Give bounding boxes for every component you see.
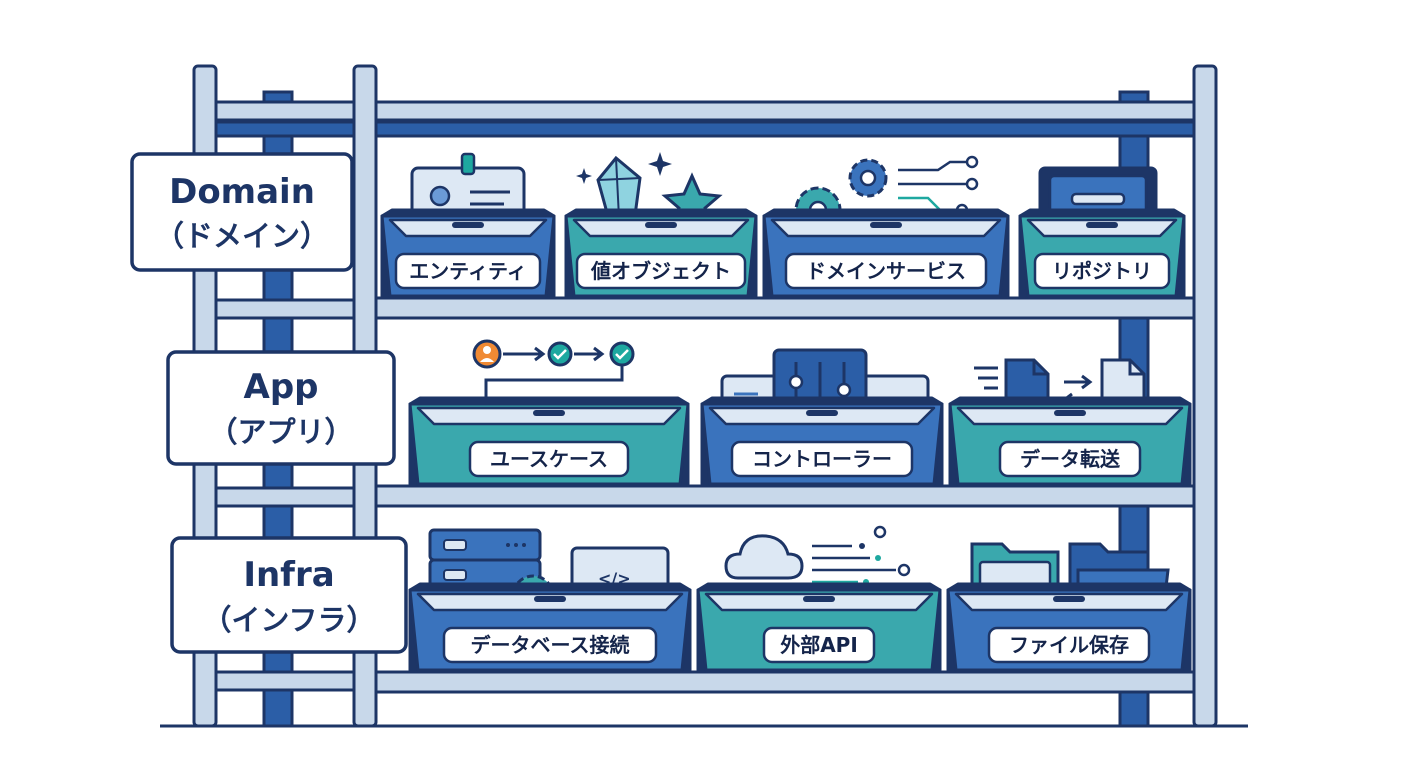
bin-label: エンティティ <box>409 259 527 283</box>
bin-label-pill <box>998 440 1142 478</box>
bin-infra-2: 外部API <box>696 582 942 672</box>
layer-sign-infra-ja: （インフラ） <box>202 603 375 637</box>
bin-domain-1: エンティティ <box>380 208 556 298</box>
layer-sign-app-ja: （アプリ） <box>208 415 353 449</box>
layer-sign-domain: Domain （ドメイン） <box>130 152 354 272</box>
layer-sign-infra-en: Infra <box>243 555 334 595</box>
bin-app-3: データ転送 <box>948 396 1192 486</box>
layer-sign-infra: Infra （インフラ） <box>170 536 408 654</box>
bin-label: ユースケース <box>490 447 608 471</box>
bin-domain-2: 値オブジェクト <box>564 208 758 298</box>
bin-label-pill <box>987 626 1151 664</box>
bin-label: ドメインサービス <box>806 259 966 283</box>
bin-label: リポジトリ <box>1052 259 1152 283</box>
bin-label-pill <box>442 626 658 664</box>
bin-label: データ転送 <box>1020 447 1121 471</box>
bin-domain-4: リポジトリ <box>1018 208 1186 298</box>
bin-label: ファイル保存 <box>1009 633 1129 657</box>
layer-sign-domain-ja: （ドメイン） <box>155 219 329 253</box>
bin-label-pill <box>468 440 630 478</box>
bin-label-pill <box>784 252 988 290</box>
layer-sign-domain-en: Domain <box>169 172 315 212</box>
layer-sign-app: App （アプリ） <box>166 350 396 466</box>
bin-label-pill <box>730 440 914 478</box>
bins-layer: エンティティ値オブジェクトドメインサービスリポジトリユースケースコントローラーデ… <box>380 208 1192 672</box>
bin-label: 外部API <box>780 633 858 657</box>
bin-label: データベース接続 <box>471 633 630 657</box>
bin-domain-3: ドメインサービス <box>762 208 1010 298</box>
bin-label-pill <box>762 626 876 664</box>
bin-app-1: ユースケース <box>408 396 690 486</box>
bin-label: コントローラー <box>752 447 892 471</box>
cloud-network-icon <box>724 525 911 585</box>
bin-infra-1: データベース接続 <box>408 582 692 672</box>
bin-infra-3: ファイル保存 <box>946 582 1192 672</box>
bin-label-pill <box>1033 252 1171 290</box>
bin-label: 値オブジェクト <box>590 259 731 283</box>
bin-label-pill <box>575 252 747 290</box>
bin-app-2: コントローラー <box>700 396 944 486</box>
layer-sign-app-en: App <box>244 367 319 407</box>
bin-label-pill <box>394 252 542 290</box>
